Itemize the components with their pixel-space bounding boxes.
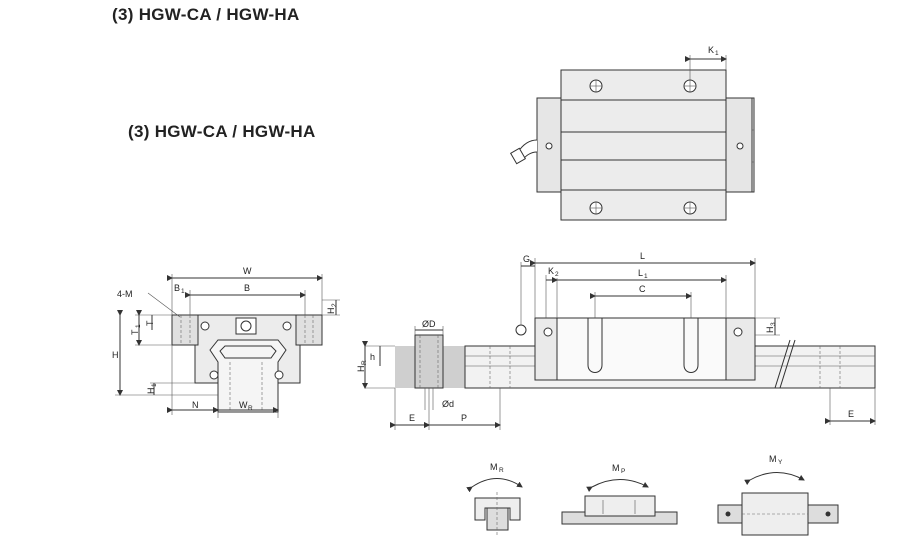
dim-c-label: C — [639, 284, 646, 294]
dim-k2-sub: 2 — [555, 271, 559, 278]
moment-mp-sub: P — [621, 468, 625, 475]
dim-h3-label: H — [765, 327, 775, 334]
dim-e-left-label: E — [409, 413, 415, 423]
dim-od-small-label: Ød — [442, 399, 454, 409]
dim-b1-sub: 1 — [181, 288, 185, 295]
moment-my-sub: Y — [778, 459, 783, 466]
dim-hr-label: H — [356, 366, 366, 373]
side-view-drawing — [362, 258, 876, 430]
dim-k2-label: K — [548, 266, 554, 276]
dim-b1-label: B — [174, 283, 180, 293]
section-heading-middle: (3) HGW-CA / HGW-HA — [128, 122, 316, 141]
moment-my-diagram — [717, 472, 839, 536]
dim-h-label: H — [112, 350, 119, 360]
dim-e-right-label: E — [848, 409, 854, 419]
dim-g-label: G — [523, 254, 530, 264]
dim-k1-sub: 1 — [715, 50, 719, 57]
front-view-drawing — [115, 274, 340, 418]
dim-t-label: T — [145, 320, 155, 326]
dim-t1-sub: 1 — [135, 324, 142, 328]
dim-h-small-label: h — [370, 352, 375, 362]
dim-w-label: W — [243, 266, 252, 276]
dim-b-label: B — [244, 283, 250, 293]
dim-od-label: ØD — [422, 319, 436, 329]
dim-t1-label: T — [130, 329, 140, 335]
dim-l1-sub: 1 — [644, 273, 648, 280]
dim-h1-label: H — [146, 388, 156, 395]
moment-mr-label: M — [490, 462, 498, 472]
moment-mp-diagram — [561, 479, 678, 525]
dim-wr-label: W — [239, 400, 248, 410]
moment-mr-sub: R — [499, 467, 504, 474]
dim-n-label: N — [192, 400, 199, 410]
dim-l1-label: L — [638, 268, 643, 278]
dim-h3-sub: 3 — [770, 322, 777, 326]
dim-4m-label: 4-M — [117, 289, 133, 299]
moment-my-label: M — [769, 454, 777, 464]
moment-mp-label: M — [612, 463, 620, 473]
dim-p-label: P — [461, 413, 467, 423]
top-view-drawing — [509, 55, 755, 221]
dim-wr-sub: R — [248, 405, 253, 412]
dim-l-label: L — [640, 251, 645, 261]
dim-k1-label: K — [708, 45, 714, 55]
dim-h2-label: H — [326, 308, 336, 315]
dim-h1-sub: 1 — [151, 383, 158, 387]
moment-mr-diagram — [466, 478, 523, 535]
section-heading-top: (3) HGW-CA / HGW-HA — [112, 5, 300, 24]
dim-hr-sub: R — [361, 360, 368, 365]
dim-h2-sub: 2 — [331, 303, 338, 307]
